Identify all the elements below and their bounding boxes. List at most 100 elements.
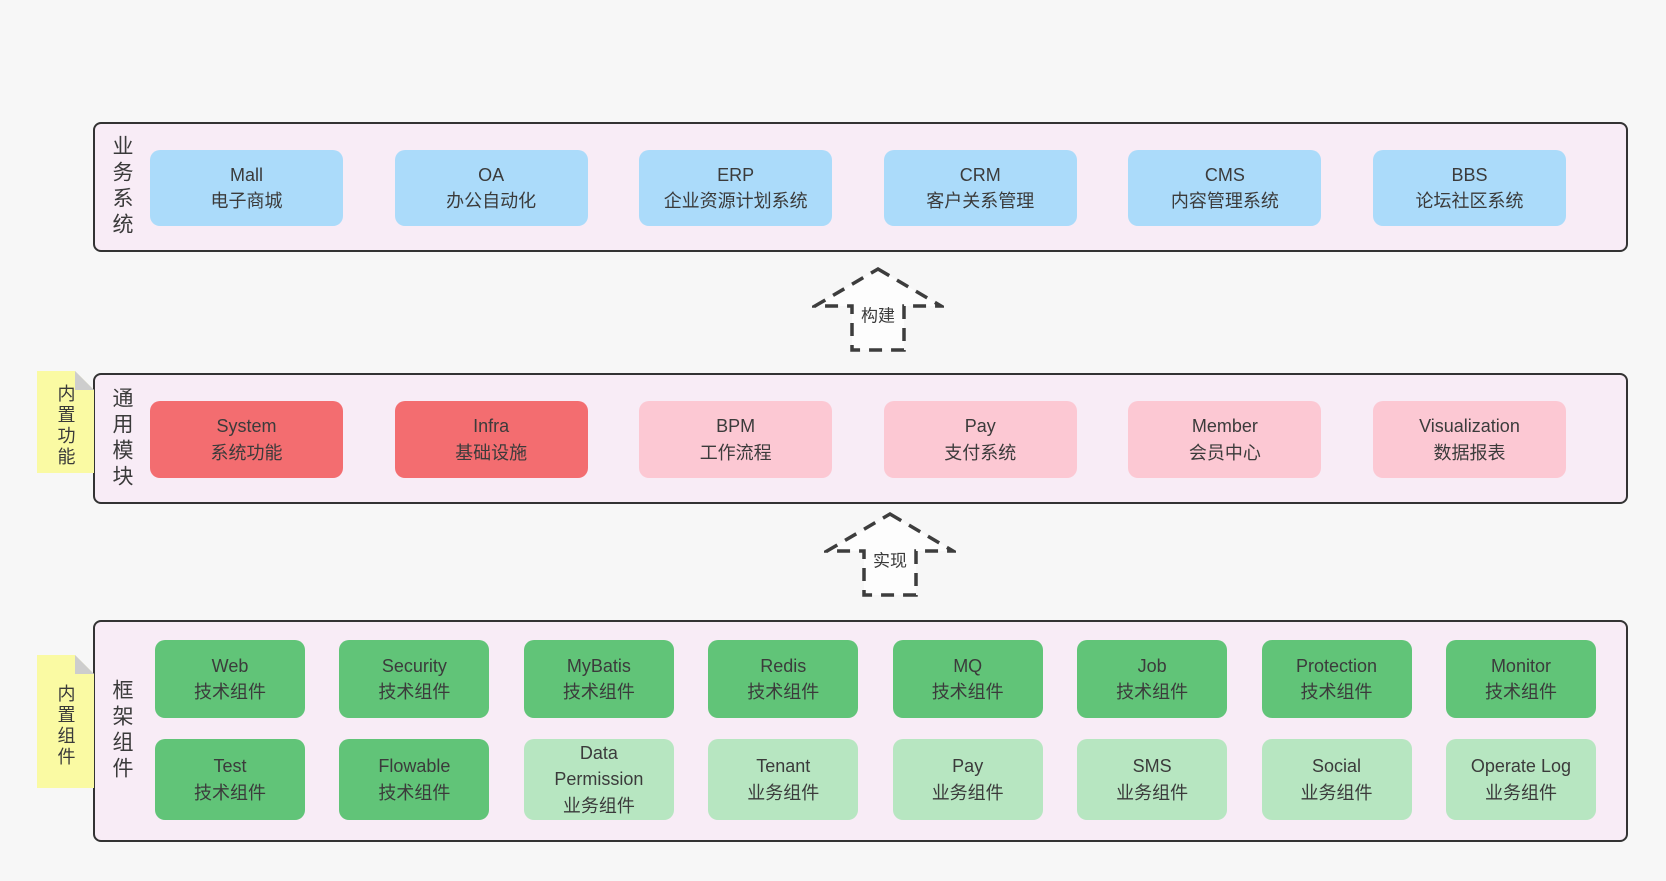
box-mall: Mall 电子商城	[150, 150, 343, 226]
box-pay-component: Pay 业务组件	[892, 739, 1043, 820]
box-operate-log: Operate Log 业务组件	[1445, 739, 1596, 820]
layer-framework-components: 框架组件 Web 技术组件 Security 技术组件 MyBatis 技术组件…	[93, 620, 1628, 842]
box-mq: MQ 技术组件	[892, 640, 1043, 718]
box-subtitle: 办公自动化	[446, 191, 537, 211]
box-oa: OA 办公自动化	[394, 150, 588, 226]
box-title: Visualization	[1419, 416, 1520, 437]
box-subtitle: 技术组件	[194, 782, 266, 803]
box-subtitle: 系统功能	[210, 442, 283, 463]
box-data-permission: Data Permission 业务组件	[523, 739, 674, 820]
common-modules-row: System 系统功能 Infra 基础设施 BPM 工作流程 Pay 支付系统…	[150, 401, 1566, 478]
box-crm: CRM 客户关系管理	[883, 150, 1077, 226]
box-title: Infra	[473, 416, 510, 437]
box-mybatis: MyBatis 技术组件	[523, 640, 674, 718]
box-member: Member 会员中心	[1128, 401, 1322, 478]
box-flowable: Flowable 技术组件	[339, 739, 490, 820]
box-subtitle: 业务组件	[747, 782, 820, 803]
box-subtitle: 技术组件	[1484, 682, 1557, 702]
layer-label-common-modules: 通用模块	[110, 386, 133, 491]
box-title: SMS	[1132, 756, 1172, 777]
box-subtitle: 电子商城	[210, 191, 283, 211]
layer-label-framework-components: 框架组件	[110, 679, 133, 783]
box-bbs: BBS 论坛社区系统	[1372, 150, 1566, 226]
implement-arrow-label: 实现	[870, 545, 910, 573]
box-subtitle: 业务组件	[1300, 782, 1373, 803]
box-title: Monitor	[1490, 655, 1551, 676]
sticky-note-text: 内置功能	[55, 384, 76, 468]
box-title: ERP	[717, 164, 755, 185]
business-systems-row: Mall 电子商城 OA 办公自动化 ERP 企业资源计划系统 CRM 客户关系…	[150, 150, 1566, 226]
implement-arrow: 实现	[824, 511, 956, 599]
layer-common-modules: 通用模块 System 系统功能 Infra 基础设施 BPM 工作流程 Pay…	[93, 373, 1628, 504]
box-subtitle: 会员中心	[1188, 442, 1261, 463]
box-subtitle: 数据报表	[1433, 442, 1506, 463]
build-arrow-label: 构建	[858, 300, 898, 328]
box-title: Security	[381, 655, 447, 676]
components-row-1: Web 技术组件 Security 技术组件 MyBatis 技术组件 Redi…	[155, 640, 1596, 718]
box-title: Tenant	[756, 756, 811, 777]
box-title: OA	[478, 164, 505, 185]
box-title: Social	[1312, 756, 1362, 777]
box-tenant: Tenant 业务组件	[708, 739, 859, 820]
box-subtitle: 技术组件	[1300, 682, 1373, 702]
box-system: System 系统功能	[150, 401, 343, 478]
box-title: MyBatis	[566, 655, 631, 676]
box-title: Protection	[1296, 655, 1378, 676]
build-arrow: 构建	[812, 266, 944, 354]
box-visualization: Visualization 数据报表	[1372, 401, 1566, 478]
box-subtitle: 技术组件	[562, 682, 635, 702]
sticky-note-built-in-functions: 内置功能	[37, 371, 94, 473]
box-subtitle: 技术组件	[378, 782, 451, 803]
sticky-note-text: 内置组件	[55, 683, 76, 768]
box-title: Flowable	[378, 756, 451, 777]
box-title: Data Permission	[554, 743, 644, 790]
box-title: Member	[1191, 416, 1258, 437]
box-title: Web	[211, 655, 249, 676]
box-pay-system: Pay 支付系统	[883, 401, 1077, 478]
box-title: Test	[213, 756, 247, 777]
box-erp: ERP 企业资源计划系统	[639, 150, 833, 226]
box-title: System	[216, 416, 277, 437]
box-subtitle: 客户关系管理	[926, 191, 1035, 211]
sticky-note-built-in-components: 内置组件	[37, 655, 94, 788]
box-cms: CMS 内容管理系统	[1128, 150, 1322, 226]
box-title: Mall	[229, 164, 263, 185]
box-subtitle: 基础设施	[455, 442, 528, 463]
box-title: Pay	[952, 756, 984, 777]
box-title: CRM	[959, 164, 1001, 185]
box-title: Pay	[964, 416, 996, 437]
box-subtitle: 业务组件	[1116, 782, 1189, 803]
box-protection: Protection 技术组件	[1261, 640, 1412, 718]
box-subtitle: 技术组件	[194, 682, 266, 702]
box-subtitle: 技术组件	[378, 682, 451, 702]
box-bpm: BPM 工作流程	[639, 401, 833, 478]
box-title: BPM	[716, 416, 756, 437]
box-sms: SMS 业务组件	[1077, 739, 1228, 820]
box-title: BBS	[1451, 164, 1488, 185]
box-subtitle: 工作流程	[699, 442, 772, 463]
box-security: Security 技术组件	[339, 640, 490, 718]
box-infra: Infra 基础设施	[394, 401, 588, 478]
box-subtitle: 业务组件	[931, 782, 1004, 803]
box-subtitle: 论坛社区系统	[1415, 191, 1524, 211]
box-title: Operate Log	[1470, 756, 1571, 777]
layer-business-systems: 业务系统 Mall 电子商城 OA 办公自动化 ERP 企业资源计划系统 CRM…	[93, 122, 1628, 252]
box-title: Job	[1137, 655, 1167, 676]
box-web: Web 技术组件	[155, 640, 305, 718]
box-subtitle: 业务组件	[1484, 782, 1557, 803]
box-subtitle: 业务组件	[562, 795, 635, 816]
box-job: Job 技术组件	[1077, 640, 1228, 718]
box-subtitle: 技术组件	[1116, 682, 1189, 702]
components-row-2: Test 技术组件 Flowable 技术组件 Data Permission …	[155, 739, 1596, 820]
box-subtitle: 支付系统	[944, 442, 1017, 463]
box-subtitle: 企业资源计划系统	[663, 191, 808, 211]
box-redis: Redis 技术组件	[708, 640, 859, 718]
box-subtitle: 内容管理系统	[1170, 191, 1279, 211]
box-subtitle: 技术组件	[931, 682, 1004, 702]
box-title: MQ	[953, 655, 983, 676]
box-monitor: Monitor 技术组件	[1445, 640, 1596, 718]
box-social: Social 业务组件	[1261, 739, 1412, 820]
box-title: CMS	[1204, 164, 1245, 185]
folded-corner-icon	[75, 655, 94, 674]
box-test: Test 技术组件	[155, 739, 305, 820]
